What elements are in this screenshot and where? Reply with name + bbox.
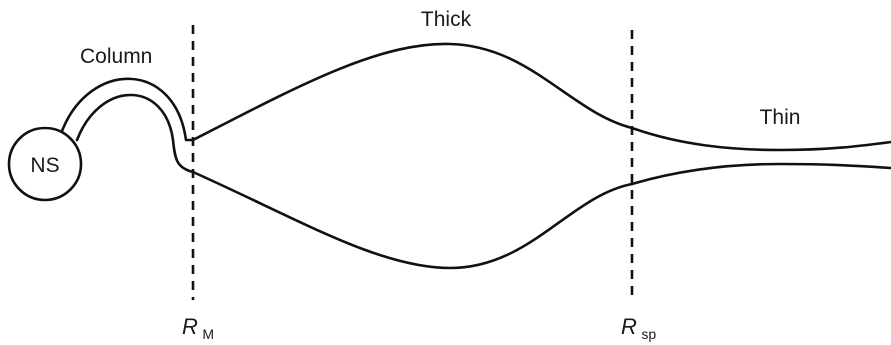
r-sp-subscript: sp (641, 326, 656, 342)
thin-disk-upper-boundary (632, 128, 891, 150)
r-m-subscript: M (202, 326, 214, 342)
r-m-label: R M (182, 314, 214, 342)
thick-disk-upper-boundary (193, 44, 632, 140)
thick-disk-lower-boundary (193, 172, 632, 268)
thin-region-label: Thin (760, 106, 801, 129)
r-sp-symbol: R (621, 314, 637, 339)
r-sp-label: R sp (621, 314, 656, 342)
thin-disk-lower-boundary (632, 164, 891, 184)
neutron-star-label: NS (30, 154, 59, 177)
thick-region-label: Thick (421, 8, 472, 31)
r-m-symbol: R (182, 314, 198, 339)
column-label: Column (80, 45, 152, 68)
